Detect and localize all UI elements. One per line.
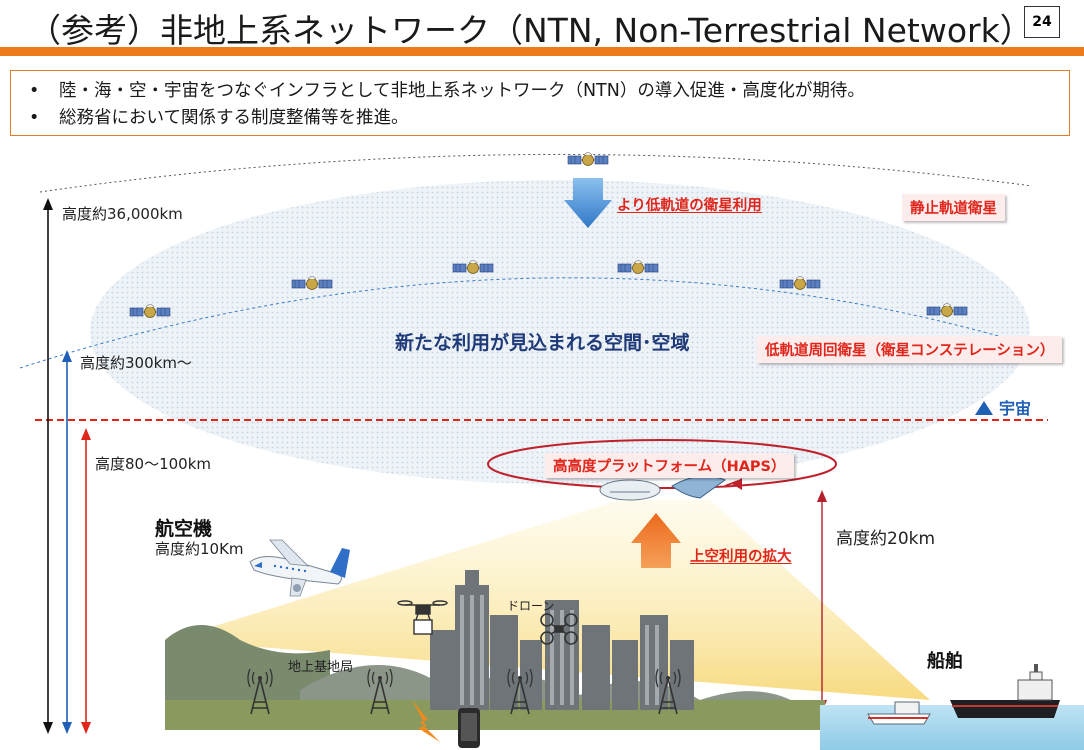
altitude-label-haps: 高度約20km bbox=[836, 529, 936, 549]
small-boat-icon bbox=[867, 701, 931, 725]
summary-box: • 陸・海・空・宇宙をつなぐインフラとして非地上系ネットワーク（NTN）の導入促進… bbox=[10, 70, 1070, 136]
summary-bullet-text: 陸・海・空・宇宙をつなぐインフラとして非地上系ネットワーク（NTN）の導入促進・… bbox=[59, 81, 865, 101]
bullet-mark: • bbox=[29, 108, 40, 128]
summary-bullet-2: • 総務省において関係する制度整備等を推進。 bbox=[29, 104, 408, 129]
aircraft-altitude: 高度約10Km bbox=[155, 540, 244, 558]
summary-bullet-1: • 陸・海・空・宇宙をつなぐインフラとして非地上系ネットワーク（NTN）の導入促進… bbox=[29, 77, 865, 102]
haps-ellipse bbox=[487, 439, 837, 489]
lower-orbit-label: より低軌道の衛星利用 bbox=[617, 198, 762, 214]
down-arrow-icon bbox=[564, 178, 612, 228]
ship-title: 船舶 bbox=[927, 651, 963, 672]
altitude-label-boundary: 高度80～100km bbox=[95, 455, 212, 473]
airship-icon bbox=[599, 479, 661, 501]
leo-constellation-label: 低軌道周回衛星（衛星コンステレーション） bbox=[757, 336, 1063, 363]
summary-bullet-text: 総務省において関係する制度整備等を推進。 bbox=[59, 108, 409, 128]
header-rule bbox=[0, 47, 1084, 56]
sky-use-label: 上空利用の拡大 bbox=[690, 549, 792, 565]
space-label: 宇宙 bbox=[999, 399, 1032, 418]
drone-icon bbox=[540, 613, 578, 645]
geo-orbit-arc bbox=[39, 153, 1033, 193]
drone-label: ドローン bbox=[507, 599, 555, 613]
altitude-label-leo: 高度約300km～ bbox=[80, 354, 192, 372]
up-arrow-icon bbox=[631, 513, 681, 568]
space-region bbox=[90, 180, 1030, 484]
haps-label: 高高度プラットフォーム（HAPS） bbox=[545, 453, 794, 478]
lightning-icon bbox=[412, 700, 440, 742]
cargo-ship-icon bbox=[950, 664, 1060, 718]
airplane-icon bbox=[249, 539, 350, 597]
leo-orbit-arc bbox=[19, 277, 1031, 369]
new-use-space-label: 新たな利用が見込まれる空間･空域 bbox=[395, 332, 690, 354]
base-station-label: 地上基地局 bbox=[288, 660, 354, 675]
triangle-icon bbox=[975, 401, 993, 415]
page-number: 24 bbox=[1024, 6, 1060, 38]
altitude-label-geo: 高度約36,000km bbox=[62, 205, 183, 223]
aircraft-title: 航空機 bbox=[155, 518, 213, 540]
haps-wing-icon bbox=[671, 475, 727, 499]
bullet-mark: • bbox=[29, 81, 40, 101]
page-title: （参考）非地上系ネットワーク（NTN, Non-Terrestrial Netw… bbox=[28, 11, 1033, 50]
ntn-diagram bbox=[19, 152, 1084, 750]
space-marker: 宇宙 bbox=[975, 395, 1031, 419]
geo-satellite-label: 静止軌道衛星 bbox=[902, 194, 1005, 221]
cargo-drone-icon bbox=[397, 600, 448, 635]
